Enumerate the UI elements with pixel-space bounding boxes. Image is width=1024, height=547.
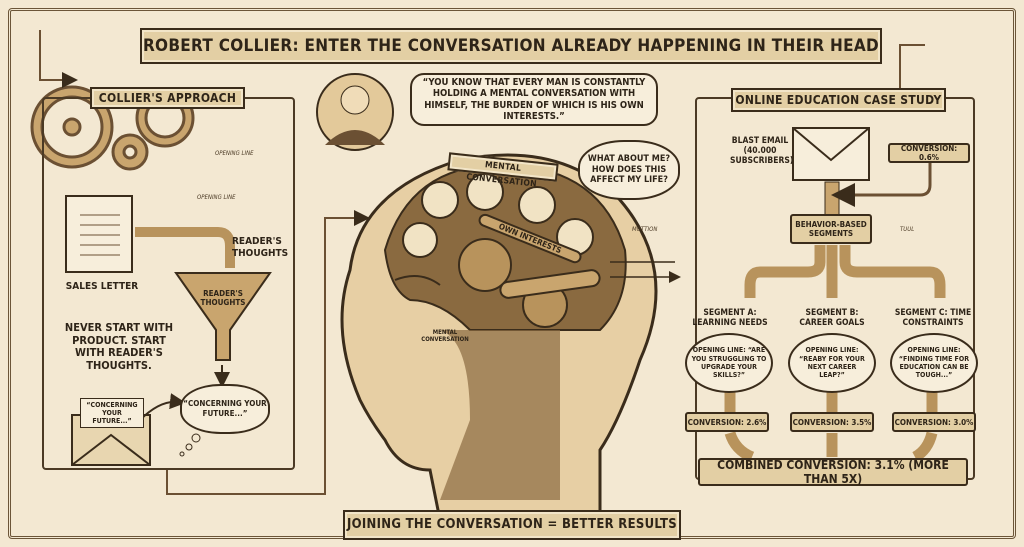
- combined-conversion: COMBINED CONVERSION: 3.1% (MORE THAN 5X): [698, 458, 968, 486]
- funnel-icon: [174, 272, 272, 361]
- mental-conversation-label: MENTAL CONVERSATION: [421, 329, 469, 343]
- segments-note: TUUL: [900, 226, 915, 233]
- segment-c-opening-bubble: OPENING LINE: “FINDING TIME FOR EDUCATIO…: [890, 333, 978, 393]
- sales-letter-label: SALES LETTER: [65, 281, 139, 292]
- opening-line-note: OPENING LINE: [215, 150, 254, 157]
- briefcase-icon: [518, 186, 556, 224]
- head-illustration: [340, 153, 658, 522]
- blast-conversion: CONVERSION: 0.6%: [888, 143, 970, 163]
- thought-note: MOTTION: [632, 226, 658, 233]
- pipe: [135, 227, 235, 268]
- sales-letter-icon: [65, 195, 133, 273]
- segment-b-label: SEGMENT B: CAREER GOALS: [799, 308, 865, 328]
- person-icon: [421, 181, 459, 219]
- letter-text: “CONCERNING YOUR FUTURE...”: [80, 398, 144, 429]
- segment-b-conversion: CONVERSION: 3.5%: [790, 412, 874, 432]
- segment-a-conversion: CONVERSION: 2.6%: [685, 412, 769, 432]
- quote-bubble: “YOU KNOW THAT EVERY MAN IS CONSTANTLY H…: [410, 73, 658, 126]
- funnel-label: READER'S THOUGHTS: [200, 289, 246, 308]
- what-about-me-thought: WHAT ABOUT ME? HOW DOES THIS AFFECT MY L…: [578, 140, 680, 200]
- case-study-heading: ONLINE EDUCATION CASE STUDY: [731, 88, 946, 112]
- segment-a-opening-bubble: OPENING LINE: “ARE YOU STRUGGLING TO UPG…: [685, 333, 773, 393]
- readers-thoughts-label: READER'S THOUGHTS: [232, 236, 289, 259]
- segment-a-label: SEGMENT A: LEARNING NEEDS: [692, 308, 768, 328]
- money-bag-icon: [402, 222, 438, 258]
- segment-b-opening-bubble: OPENING LINE: “REABY FOR YOUR NEXT CAREE…: [788, 333, 876, 393]
- principle-text: NEVER START WITH PRODUCT. START WITH REA…: [64, 321, 174, 372]
- opening-line-note: OPENING LINE: [197, 194, 236, 201]
- segment-c-conversion: CONVERSION: 3.0%: [892, 412, 976, 432]
- footer-banner: JOINING THE CONVERSATION = BETTER RESULT…: [343, 510, 681, 540]
- colliers-approach-heading: COLLIER'S APPROACH: [90, 87, 245, 109]
- segment-c-label: SEGMENT C: TIME CONSTRAINTS: [894, 308, 972, 328]
- blast-email-envelope-icon: [792, 127, 870, 181]
- thought-cloud: “CONCERNING YOUR FUTURE...”: [180, 384, 270, 434]
- title-banner: ROBERT COLLIER: ENTER THE CONVERSATION A…: [140, 28, 882, 64]
- blast-email-label: BLAST EMAIL (40.000 SUBSCRIBERS): [730, 136, 794, 166]
- behavior-segments-box: BEHAVIOR-BASED SEGMENTS: [790, 214, 872, 244]
